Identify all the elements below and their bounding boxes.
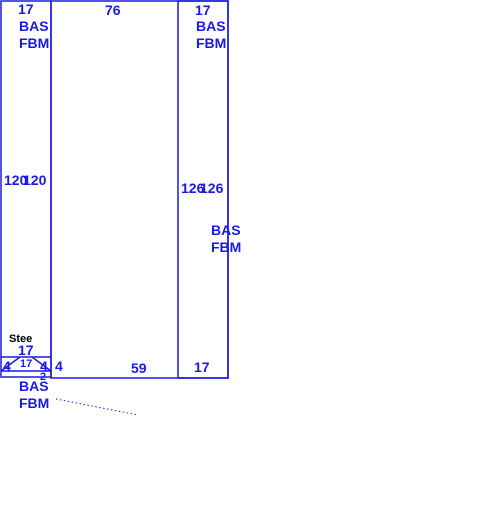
area-stoop-label: Stee xyxy=(9,333,32,345)
area-bottom-code2: FBM xyxy=(19,395,49,411)
dim-right-top: 17 xyxy=(195,2,211,18)
dim-bottom-right: 17 xyxy=(194,359,210,375)
dimension-labels: 17 76 17 120 120 126 126 17 17 4 4 4 2 5… xyxy=(3,1,224,383)
area-bottom-code1: BAS xyxy=(19,378,49,394)
right-strip-outline xyxy=(177,0,229,379)
area-right-top-code1: BAS xyxy=(196,18,226,34)
dim-bottom-4-left: 4 xyxy=(3,358,11,374)
left-strip-outline xyxy=(0,0,52,378)
dim-bottom-middle: 59 xyxy=(131,360,147,376)
dim-bottom-4-mid: 4 xyxy=(40,358,48,374)
area-labels: BAS FBM BAS FBM BAS FBM BAS FBM xyxy=(19,18,241,411)
dim-middle-top: 76 xyxy=(105,2,121,18)
outline-group xyxy=(0,0,229,379)
dim-stoop-17-a: 17 xyxy=(18,342,34,358)
dim-left-top: 17 xyxy=(18,1,34,17)
dim-left-side-a: 120 xyxy=(4,172,28,188)
area-right-mid-code2: FBM xyxy=(211,239,241,255)
leader-line xyxy=(55,398,139,416)
area-left-code1: BAS xyxy=(19,18,49,34)
dim-bottom-2: 2 xyxy=(40,371,46,383)
stoop-diag-right xyxy=(31,356,52,372)
stoop-diag-left xyxy=(0,356,21,372)
area-left-code2: FBM xyxy=(19,35,49,51)
dim-right-side-b: 126 xyxy=(200,180,224,196)
area-right-top-code2: FBM xyxy=(196,35,226,51)
dim-stoop-17-b: 17 xyxy=(20,358,32,370)
area-right-mid-code1: BAS xyxy=(211,222,241,238)
dim-left-side-b: 120 xyxy=(23,172,47,188)
dim-bottom-4-right: 4 xyxy=(55,358,63,374)
dim-right-side-a: 126 xyxy=(181,180,205,196)
